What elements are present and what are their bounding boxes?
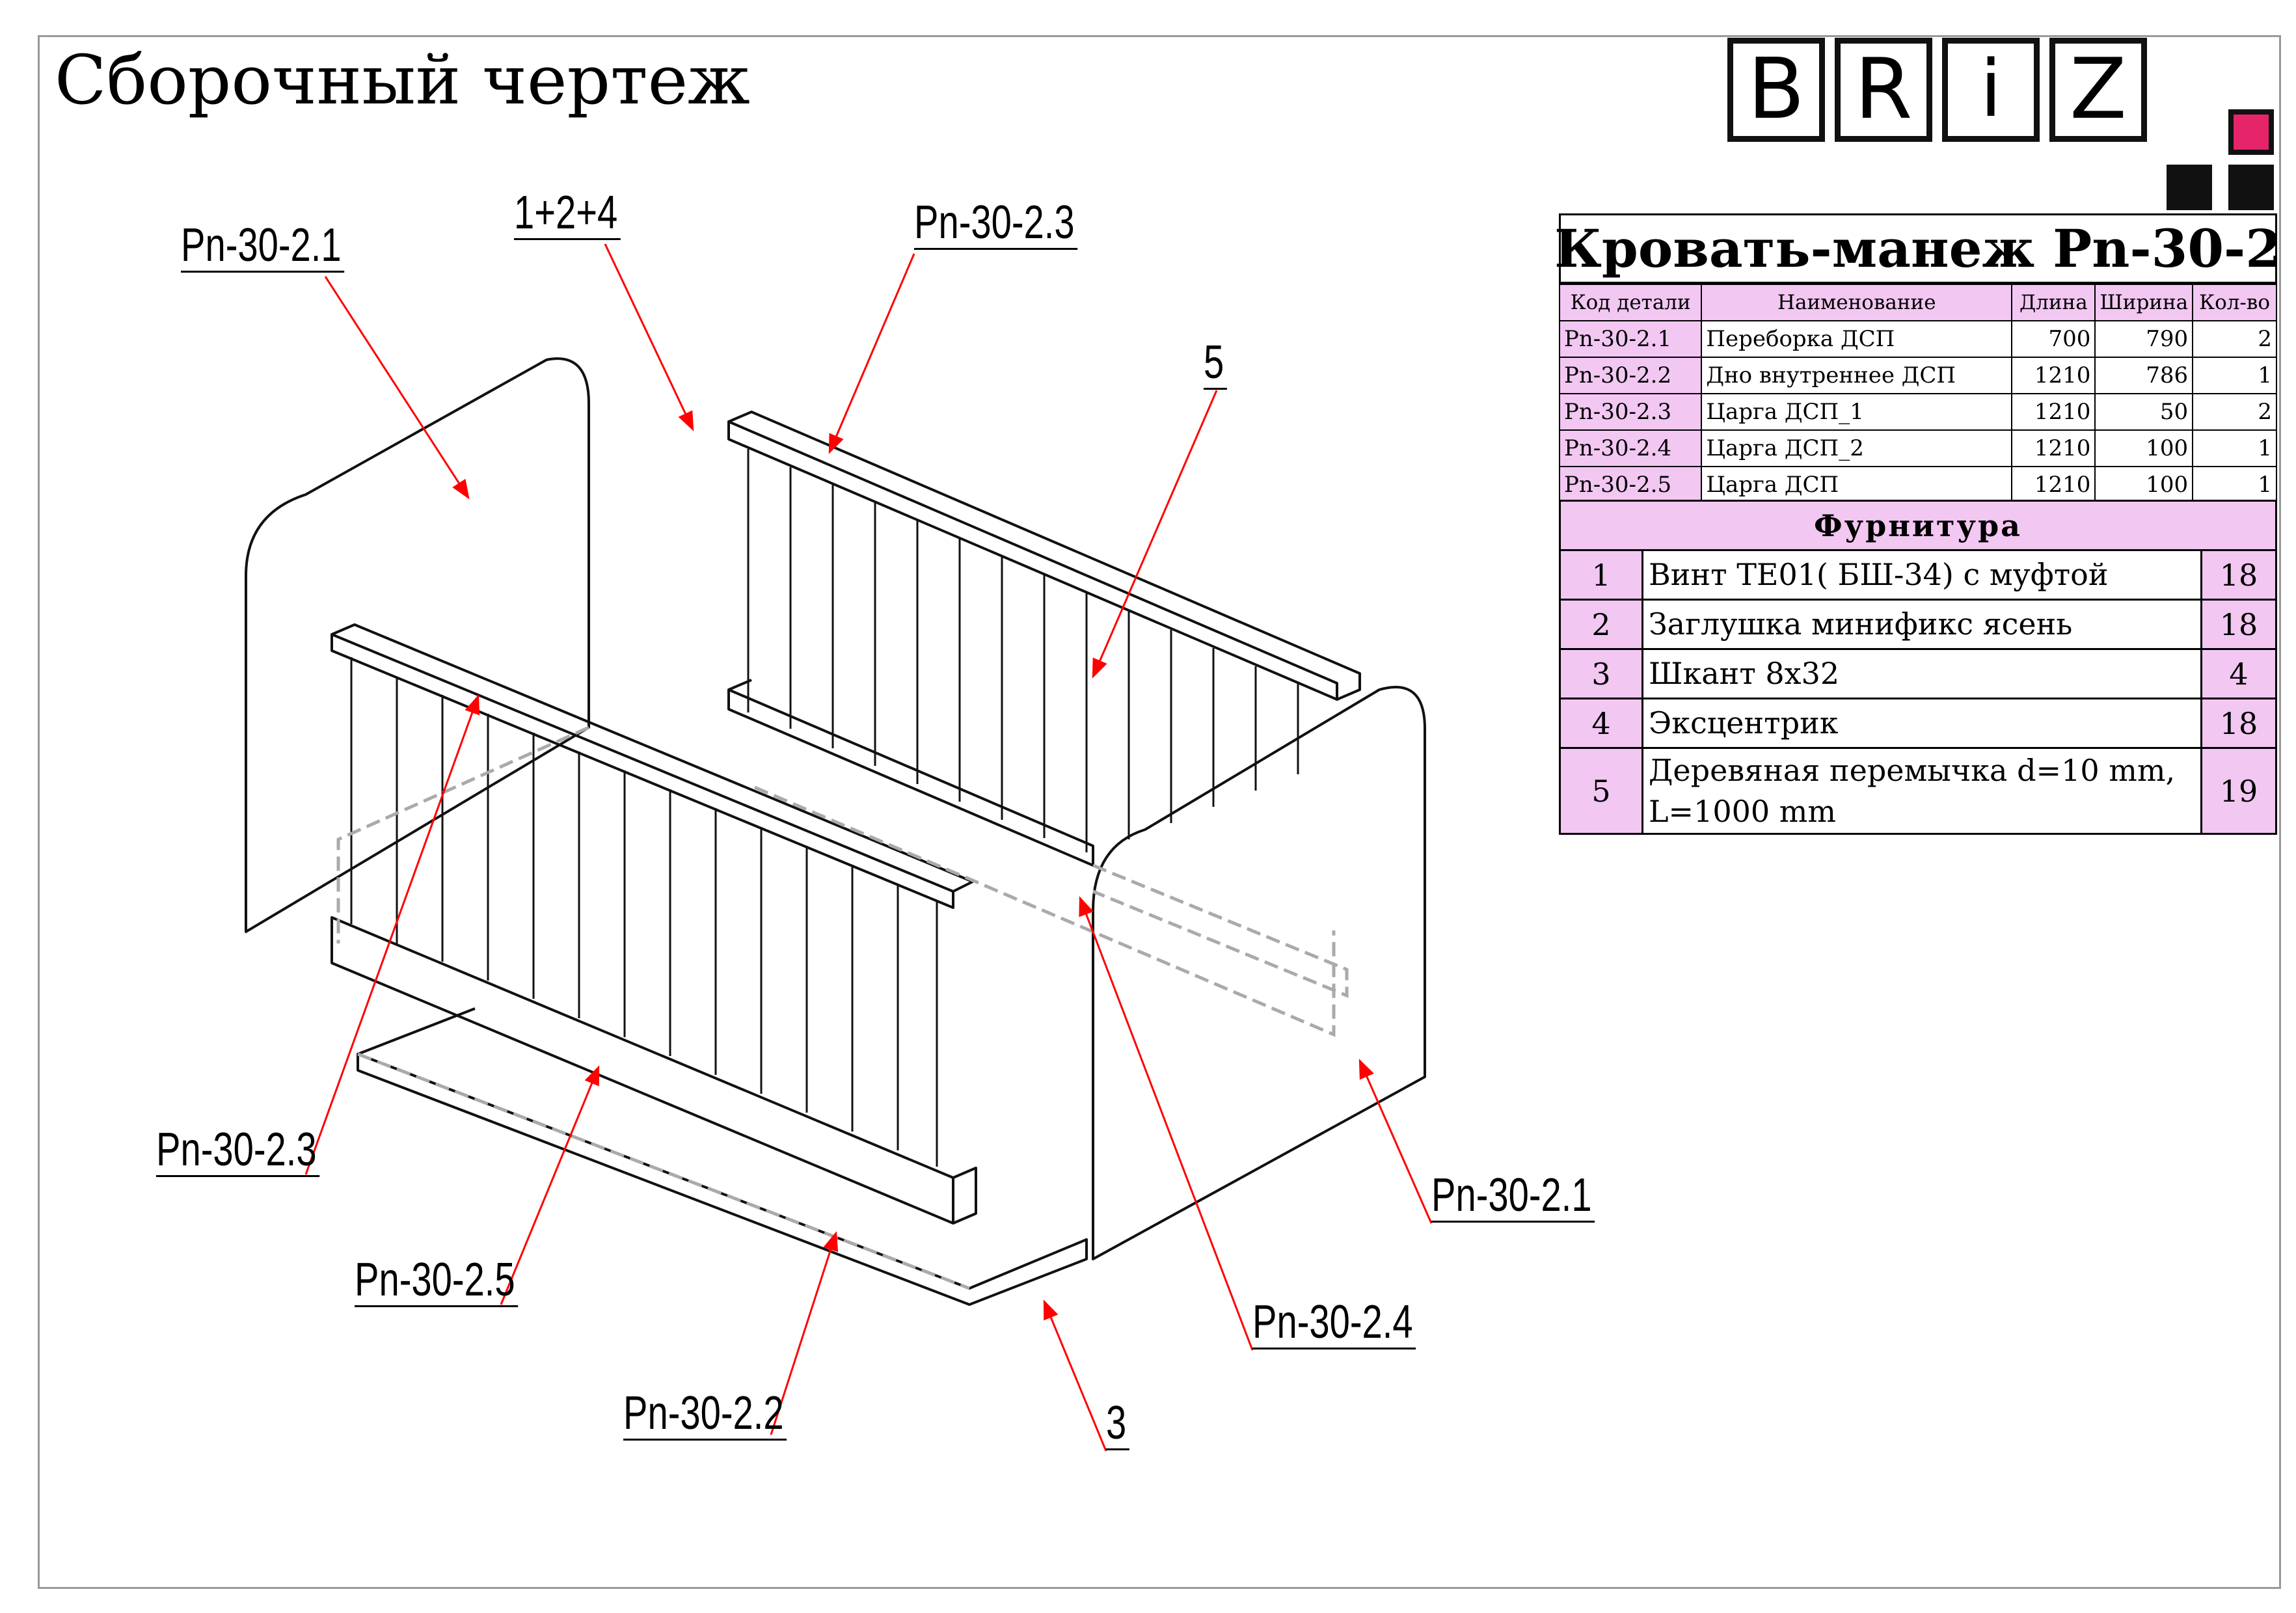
callout-spindle: 5	[1204, 338, 1227, 390]
part-qty: 2	[2192, 320, 2277, 358]
table-row: Pn-30-2.2 Дно внутреннее ДСП 1210 786 1	[1558, 357, 2277, 394]
part-length: 1210	[2011, 466, 2096, 504]
table-row: 1 Винт ТЕ01( БШ-34) с муфтой 18	[1559, 549, 2277, 601]
product-title: Кровать-манеж Pn-30-2	[1554, 213, 2282, 284]
left-end-panel	[245, 357, 590, 933]
part-length: 700	[2011, 320, 2096, 358]
part-name: Царга ДСП_1	[1701, 393, 2013, 431]
col-code: Код детали	[1558, 284, 1703, 321]
callout-dowel: 3	[1106, 1398, 1129, 1450]
part-name: Царга ДСП_2	[1701, 429, 2013, 467]
callout-back-bottom-rail: Pn-30-2.4	[1252, 1297, 1416, 1349]
leader-lines	[304, 243, 1433, 1452]
table-row: 2 Заглушка минификс ясень 18	[1559, 599, 2277, 650]
hardware-header: Фурнитура	[1559, 500, 2277, 551]
hardware-qty: 18	[2200, 599, 2277, 650]
hardware-qty: 18	[2200, 549, 2277, 601]
page-title: Сборочный чертеж	[55, 40, 750, 120]
logo-letter-z: Z	[2049, 38, 2147, 142]
logo-letter-r: R	[1835, 38, 1932, 142]
part-length: 1210	[2011, 357, 2096, 394]
part-qty: 1	[2192, 357, 2277, 394]
col-length: Длина	[2011, 284, 2096, 321]
part-qty: 2	[2192, 393, 2277, 431]
part-code: Pn-30-2.3	[1558, 393, 1703, 431]
hardware-qty: 19	[2200, 747, 2277, 835]
col-qty: Кол-во	[2192, 284, 2277, 321]
hardware-name: Эксцентрик	[1641, 698, 2202, 749]
callout-fasteners: 1+2+4	[514, 188, 621, 240]
hardware-name: Шкант 8х32	[1641, 648, 2202, 699]
table-row: 3 Шкант 8х32 4	[1559, 648, 2277, 699]
callout-top-rail-front: Pn-30-2.3	[156, 1125, 320, 1177]
brand-logo: B R i Z	[1727, 38, 2287, 220]
part-length: 1210	[2011, 393, 2096, 431]
front-top-rail	[331, 623, 974, 909]
hardware-name: Деревяная перемычка d=10 mm, L=1000 mm	[1641, 747, 2202, 835]
part-qty: 1	[2192, 429, 2277, 467]
part-width: 50	[2094, 393, 2194, 431]
callout-end-panel-top: Pn-30-2.1	[181, 221, 345, 273]
callout-end-panel-right: Pn-30-2.1	[1431, 1171, 1595, 1223]
callout-front-bottom-rail: Pn-30-2.5	[355, 1255, 519, 1307]
table-row: Pn-30-2.4 Царга ДСП_2 1210 100 1	[1558, 429, 2277, 467]
hardware-name: Винт ТЕ01( БШ-34) с муфтой	[1641, 549, 2202, 601]
logo-black-square-left	[2167, 165, 2212, 210]
part-length: 1210	[2011, 429, 2096, 467]
logo-pink-square	[2228, 109, 2274, 155]
hardware-header-row: Фурнитура	[1559, 500, 2277, 551]
part-width: 100	[2094, 429, 2194, 467]
hardware-num: 5	[1559, 747, 1643, 835]
part-code: Pn-30-2.1	[1558, 320, 1703, 358]
hardware-num: 3	[1559, 648, 1643, 699]
part-code: Pn-30-2.4	[1558, 429, 1703, 467]
hidden-lines	[336, 725, 1349, 1290]
part-name: Переборка ДСП	[1701, 320, 2013, 358]
hardware-table: Фурнитура 1 Винт ТЕ01( БШ-34) с муфтой 1…	[1559, 500, 2277, 835]
col-width: Ширина	[2094, 284, 2194, 321]
part-width: 786	[2094, 357, 2194, 394]
parts-table-header: Код детали Наименование Длина Ширина Кол…	[1558, 284, 2277, 321]
table-row: Pn-30-2.1 Переборка ДСП 700 790 2	[1558, 320, 2277, 358]
part-name: Дно внутреннее ДСП	[1701, 357, 2013, 394]
part-name: Царга ДСП	[1701, 466, 2013, 504]
hardware-num: 4	[1559, 698, 1643, 749]
hardware-num: 2	[1559, 599, 1643, 650]
logo-letter-i: i	[1942, 38, 2040, 142]
col-name: Наименование	[1701, 284, 2013, 321]
table-row: 4 Эксцентрик 18	[1559, 698, 2277, 749]
parts-table: Код детали Наименование Длина Ширина Кол…	[1558, 284, 2277, 504]
part-code: Pn-30-2.2	[1558, 357, 1703, 394]
table-row: Pn-30-2.5 Царга ДСП 1210 100 1	[1558, 466, 2277, 504]
logo-black-square-right	[2228, 165, 2274, 210]
spindles	[350, 449, 1299, 1167]
part-width: 790	[2094, 320, 2194, 358]
logo-letter-i-text: i	[1980, 44, 2002, 135]
front-bottom-rail	[331, 916, 977, 1225]
table-row: Pn-30-2.3 Царга ДСП_1 1210 50 2	[1558, 393, 2277, 431]
table-row: 5 Деревяная перемычка d=10 mm, L=1000 mm…	[1559, 747, 2277, 835]
callout-bottom-board: Pn-30-2.2	[623, 1389, 787, 1441]
back-top-rail	[727, 411, 1361, 701]
drawing-frame	[38, 35, 2281, 1589]
hardware-qty: 4	[2200, 648, 2277, 699]
right-end-panel	[1092, 686, 1426, 1260]
logo-letter-b: B	[1727, 38, 1825, 142]
hardware-name: Заглушка минификс ясень	[1641, 599, 2202, 650]
part-code: Pn-30-2.5	[1558, 466, 1703, 504]
callout-top-rail-back: Pn-30-2.3	[914, 198, 1078, 250]
hardware-qty: 18	[2200, 698, 2277, 749]
hardware-num: 1	[1559, 549, 1643, 601]
